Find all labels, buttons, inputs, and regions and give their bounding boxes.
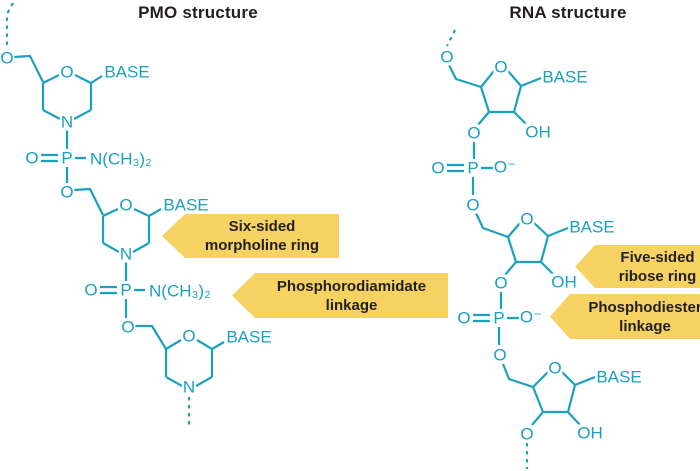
callout-line: linkage bbox=[619, 317, 671, 335]
pmo-structure-title: PMO structure bbox=[138, 3, 258, 22]
pmo-dashed-bonds bbox=[5, 2, 191, 429]
callout-line: Five-sided bbox=[620, 248, 695, 266]
pmo-bonds bbox=[13, 54, 225, 387]
callout-line: ribose ring bbox=[618, 267, 697, 285]
callout-phosphorodiamidate-linkage: Phosphorodiamidate linkage bbox=[232, 273, 448, 318]
callout-line: linkage bbox=[325, 296, 378, 314]
callout-line: Phosphodiester bbox=[588, 298, 700, 316]
callout-line: morpholine ring bbox=[204, 237, 320, 254]
callout-five-sided-ribose-ring: Five-sided ribose ring bbox=[575, 245, 700, 288]
callout-line: Six-sided bbox=[228, 218, 296, 235]
rna-dashed-bonds bbox=[446, 29, 529, 469]
rna-bonds bbox=[447, 64, 596, 426]
callout-line: Phosphorodiamidate bbox=[276, 277, 427, 295]
callout-phosphodiester-linkage: Phosphodiester linkage bbox=[550, 294, 700, 339]
rna-structure-title: RNA structure bbox=[509, 3, 627, 22]
callout-six-sided-morpholine-ring: Six-sided morpholine ring bbox=[162, 214, 339, 258]
